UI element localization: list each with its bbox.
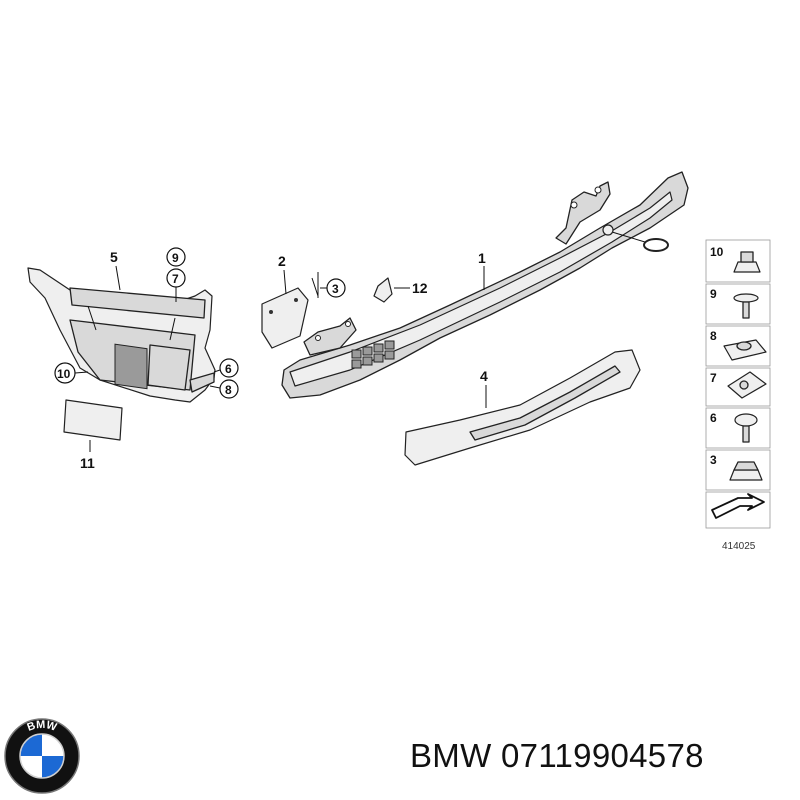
svg-text:10: 10 xyxy=(57,367,71,381)
carrier-beam-part-1 xyxy=(281,171,689,399)
svg-text:7: 7 xyxy=(172,272,179,286)
callout-3: 3 xyxy=(320,278,346,298)
plate-part-2 xyxy=(261,287,309,349)
legend-item-9: 9 xyxy=(705,283,771,325)
svg-text:10: 10 xyxy=(710,245,724,259)
svg-text:6: 6 xyxy=(710,411,717,425)
callout-9: 9 xyxy=(166,247,186,267)
fastener-legend: 10 9 8 7 6 3 xyxy=(705,239,771,529)
beam-grille xyxy=(351,340,395,369)
bmw-logo: BMW xyxy=(4,718,80,794)
callout-7: 7 xyxy=(166,268,186,302)
callout-12: 12 xyxy=(394,280,428,296)
legend-item-6: 6 xyxy=(705,407,771,449)
svg-text:9: 9 xyxy=(710,287,717,301)
callout-6: 6 xyxy=(213,358,239,378)
part-caption: BMW 07119904578 xyxy=(410,737,704,774)
svg-text:1: 1 xyxy=(478,250,486,266)
callout-8: 8 xyxy=(209,379,239,399)
svg-text:3: 3 xyxy=(710,453,717,467)
legend-item-8: 8 xyxy=(705,325,771,367)
svg-text:12: 12 xyxy=(412,280,428,296)
svg-text:8: 8 xyxy=(225,383,232,397)
legend-item-7: 7 xyxy=(705,367,771,407)
svg-text:7: 7 xyxy=(710,371,717,385)
logo-lettering: BMW xyxy=(26,719,59,734)
svg-text:6: 6 xyxy=(225,362,232,376)
svg-text:2: 2 xyxy=(278,253,286,269)
plate-part-11 xyxy=(63,399,123,441)
svg-text:11: 11 xyxy=(80,455,95,471)
callout-11: 11 xyxy=(80,440,95,471)
clip-part-12 xyxy=(373,277,393,303)
diagram-number: 414025 xyxy=(722,541,756,552)
callout-1: 1 xyxy=(478,250,486,290)
legend-item-10: 10 xyxy=(705,239,771,283)
callout-2: 2 xyxy=(278,253,287,295)
tow-eye xyxy=(602,224,669,252)
bracket-part-5 xyxy=(27,267,216,403)
callout-5: 5 xyxy=(110,249,121,291)
svg-text:8: 8 xyxy=(710,329,717,343)
legend-item-3: 3 xyxy=(705,449,771,491)
svg-text:5: 5 xyxy=(110,249,118,265)
direction-arrow-icon xyxy=(705,491,771,529)
callout-4: 4 xyxy=(480,368,488,408)
svg-text:3: 3 xyxy=(332,282,339,296)
svg-text:4: 4 xyxy=(480,368,488,384)
svg-text:9: 9 xyxy=(172,251,179,265)
callout-10: 10 xyxy=(54,362,89,384)
nut-part-3 xyxy=(311,272,319,298)
absorber-part-4 xyxy=(404,349,641,466)
